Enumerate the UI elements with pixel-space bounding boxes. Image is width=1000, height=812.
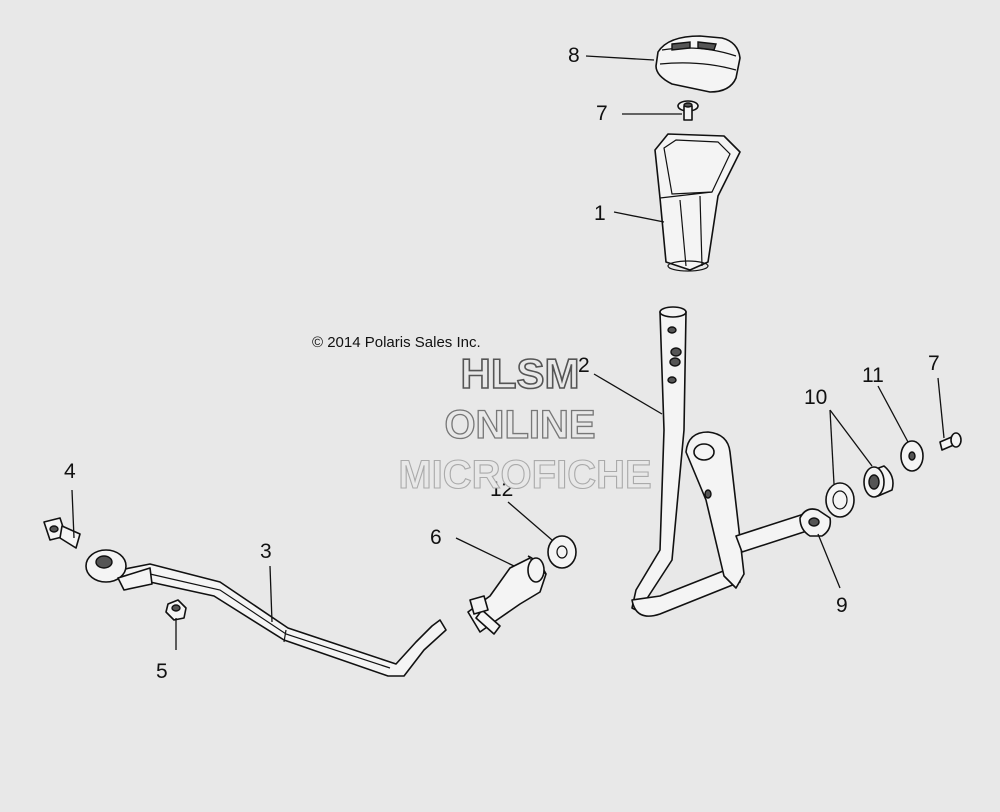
part-12-washer xyxy=(547,535,577,569)
part-6-connector xyxy=(467,555,547,635)
part-2-shift-lever xyxy=(631,306,812,617)
part-7-screw-right xyxy=(939,432,962,451)
callout-7-right: 7 xyxy=(928,352,940,375)
callout-9: 9 xyxy=(836,594,848,617)
callout-4: 4 xyxy=(64,460,76,483)
part-10-bushing xyxy=(825,482,855,518)
callout-8: 8 xyxy=(568,44,580,67)
callout-1: 1 xyxy=(594,202,606,225)
callout-2: 2 xyxy=(578,354,590,377)
callout-12: 12 xyxy=(490,478,513,501)
part-8-knob-cap xyxy=(655,35,741,93)
watermark: HLSM ONLINE MICROFICHE xyxy=(398,349,652,497)
part-1-shift-handle xyxy=(654,133,741,272)
callout-10: 10 xyxy=(804,386,827,409)
callout-11: 11 xyxy=(862,364,884,387)
leader-lines xyxy=(71,55,945,650)
part-5-nut xyxy=(165,599,187,621)
callout-5: 5 xyxy=(156,660,168,683)
callout-6: 6 xyxy=(430,526,442,549)
copyright-text: © 2014 Polaris Sales Inc. xyxy=(312,334,481,351)
part-9-washer xyxy=(799,508,832,537)
part-3-shift-rod xyxy=(85,549,447,677)
part-10-bushing-flanged xyxy=(863,465,894,498)
part-7-screw-top xyxy=(677,100,699,121)
watermark-line-1: HLSM xyxy=(461,350,580,397)
callout-3: 3 xyxy=(260,540,272,563)
part-11-flat-washer xyxy=(900,440,924,472)
watermark-line-3: MICROFICHE xyxy=(398,453,651,497)
callout-7-top: 7 xyxy=(596,102,608,125)
part-4-bolt xyxy=(43,517,81,549)
watermark-line-2: ONLINE xyxy=(444,403,595,447)
